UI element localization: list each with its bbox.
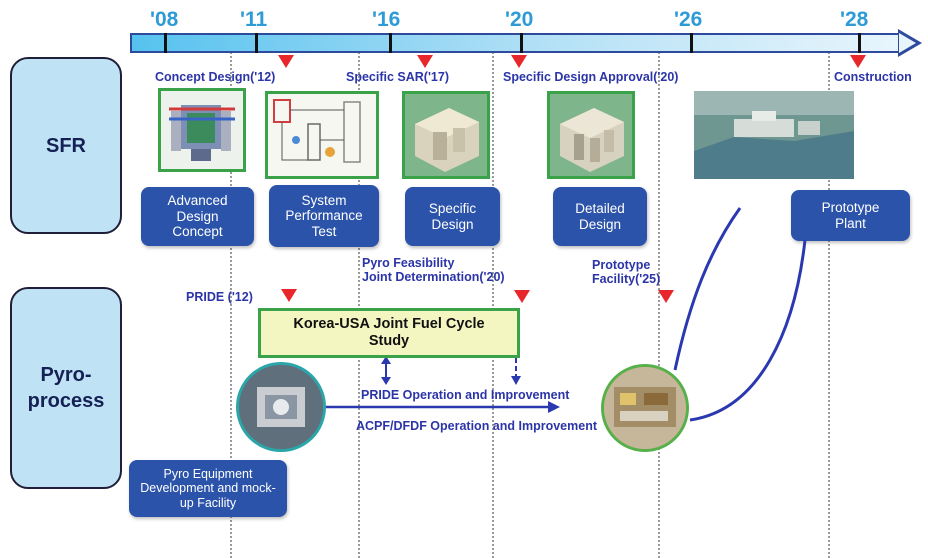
year-label: '26 — [674, 8, 703, 31]
prototype-facility-image — [601, 364, 689, 452]
specific-design-image — [402, 91, 490, 179]
milestone-marker — [514, 290, 530, 303]
milestone-marker — [417, 55, 433, 68]
milestone-marker — [658, 290, 674, 303]
timeline-tick — [690, 33, 693, 53]
timeline-tick — [858, 33, 861, 53]
milestone-marker — [850, 55, 866, 68]
timeline-tick — [389, 33, 392, 53]
pride-facility-image — [236, 362, 326, 452]
year-label: '28 — [840, 8, 869, 31]
milestone-specific-design-approval: Specific Design Approval('20) — [503, 70, 679, 84]
milestone-construction: Construction — [834, 70, 912, 84]
milestone-pride: PRIDE ('12) — [186, 290, 253, 304]
milestone-marker — [511, 55, 527, 68]
year-label: '08 — [150, 8, 179, 31]
milestone-concept-design: Concept Design('12) — [155, 70, 276, 84]
milestone-specific-sar: Specific SAR('17) — [346, 70, 450, 84]
gridline — [658, 52, 660, 558]
prototype-plant-image — [694, 91, 854, 179]
acpf-operation-label: ACPF/DFDF Operation and Improvement — [356, 419, 597, 433]
timeline-tick — [164, 33, 167, 53]
milestone-marker — [278, 55, 294, 68]
gridline — [230, 52, 232, 558]
milestone-marker — [281, 289, 297, 302]
timeline-bar — [130, 33, 900, 53]
year-label: '20 — [505, 8, 534, 31]
gridline — [358, 52, 360, 558]
gridline — [492, 52, 494, 558]
row-label-sfr: SFR — [10, 57, 122, 234]
year-label: '16 — [372, 8, 401, 31]
row-label-pyroprocess: Pyro-process — [10, 287, 122, 489]
year-label: '11 — [240, 8, 268, 31]
detailed-design-image — [547, 91, 635, 179]
pride-operation-label: PRIDE Operation and Improvement — [361, 388, 570, 402]
timeline-tick — [520, 33, 523, 53]
concept-design-image — [158, 88, 246, 172]
gridline — [828, 52, 830, 558]
system-performance-image — [265, 91, 379, 179]
timeline-tick — [255, 33, 258, 53]
